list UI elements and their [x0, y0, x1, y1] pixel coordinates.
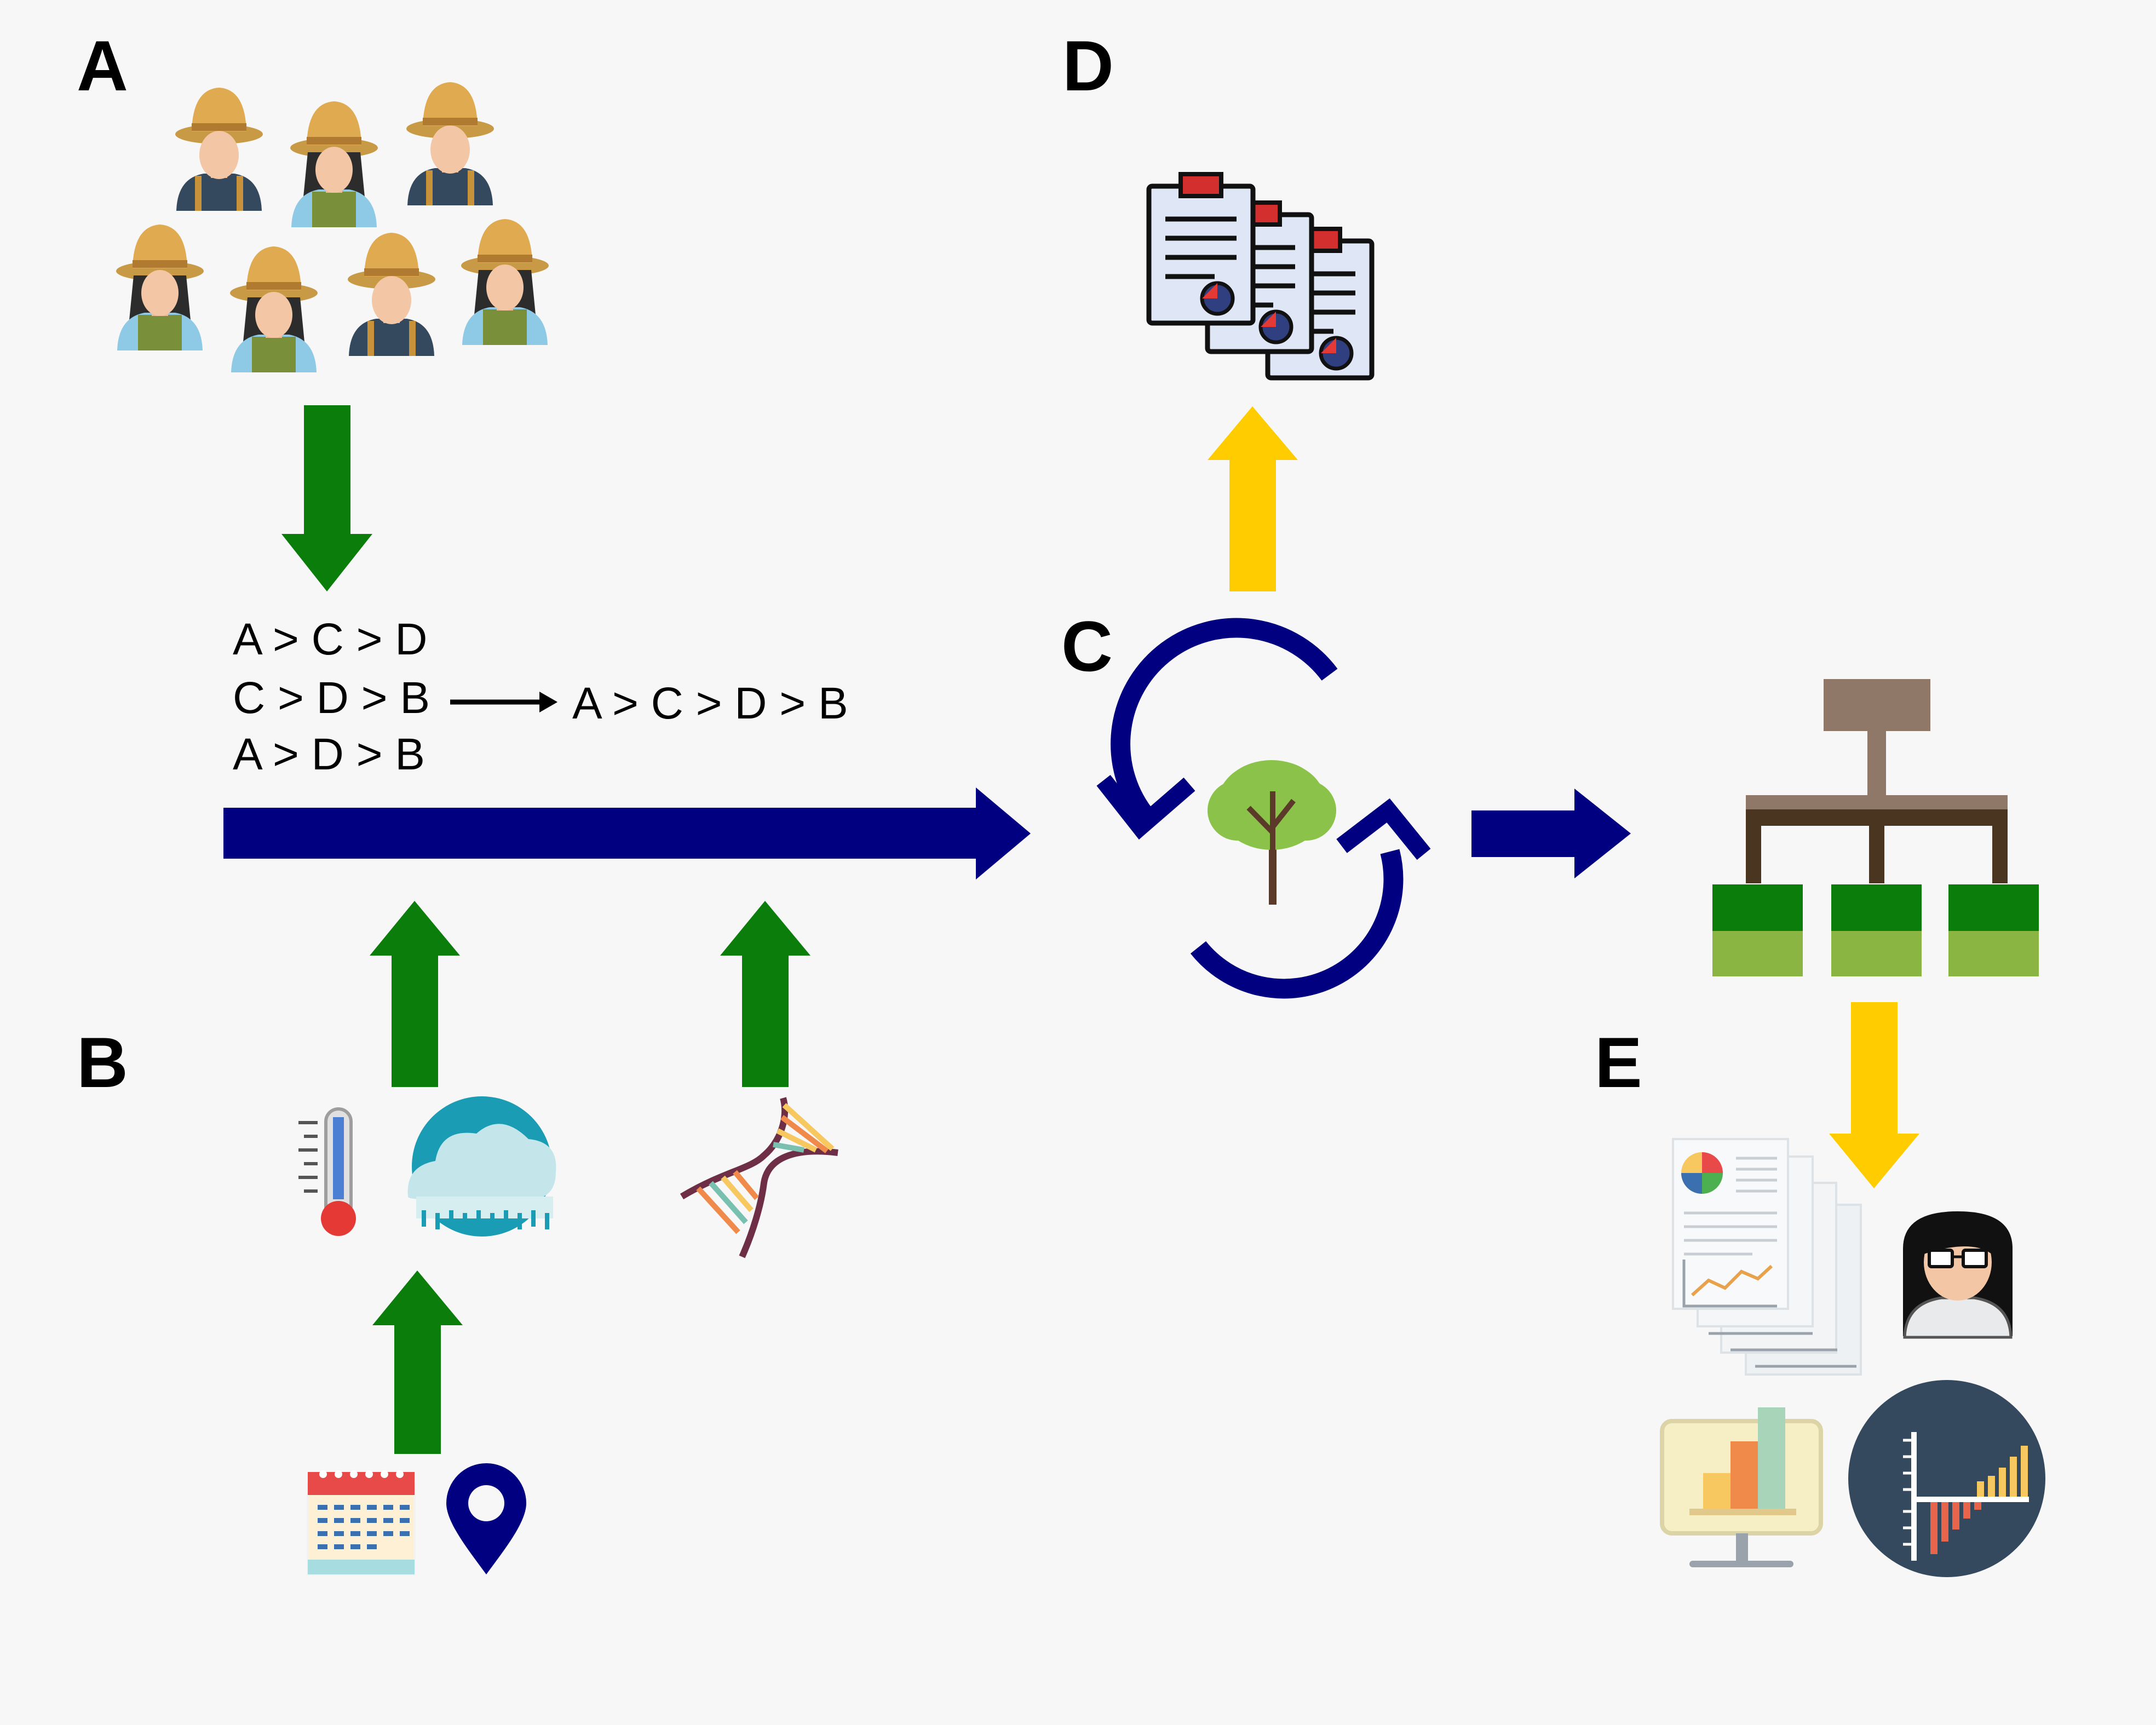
panel-label-e: E — [1595, 1022, 1642, 1102]
calendar-icon — [307, 1470, 416, 1576]
navy-arrow-to-hierarchy — [1471, 789, 1631, 878]
ranking-line-3: A > D > B — [233, 729, 425, 779]
farmer-group-icon — [116, 82, 549, 372]
green-arrow-down — [281, 405, 372, 591]
monitor-chart-icon — [1660, 1407, 1823, 1567]
panel-label-d: D — [1062, 26, 1114, 106]
aggregate-ranking: A > C > D > B — [572, 679, 848, 728]
ranking-line-2: C > D > B — [233, 673, 430, 723]
main-flow-arrow — [223, 787, 1031, 879]
panel-label-a: A — [77, 26, 128, 106]
green-arrow-up-date-location — [372, 1270, 463, 1454]
green-arrow-up-weather — [370, 901, 460, 1087]
green-arrow-up-genomics — [720, 901, 810, 1087]
panel-label-b: B — [77, 1022, 128, 1102]
location-pin-icon — [446, 1463, 526, 1574]
panel-label-c: C — [1061, 606, 1113, 686]
ranking-line-1: A > C > D — [233, 614, 428, 664]
tree-cycle-icon — [1096, 618, 1431, 999]
yellow-arrow-up-reports — [1208, 406, 1298, 591]
aggregate-arrow — [450, 692, 557, 712]
thermometer-icon — [298, 1107, 356, 1236]
report-documents-icon — [1149, 174, 1372, 378]
dna-icon — [680, 1097, 838, 1258]
coefficient-chart-icon — [1848, 1380, 2045, 1577]
analysis-documents-icon — [1672, 1138, 1862, 1376]
rain-cloud-icon — [407, 1096, 556, 1237]
tree-hierarchy-icon — [1712, 679, 2039, 976]
yellow-arrow-down-outputs — [1829, 1002, 1919, 1188]
scientist-icon — [1903, 1211, 2013, 1339]
